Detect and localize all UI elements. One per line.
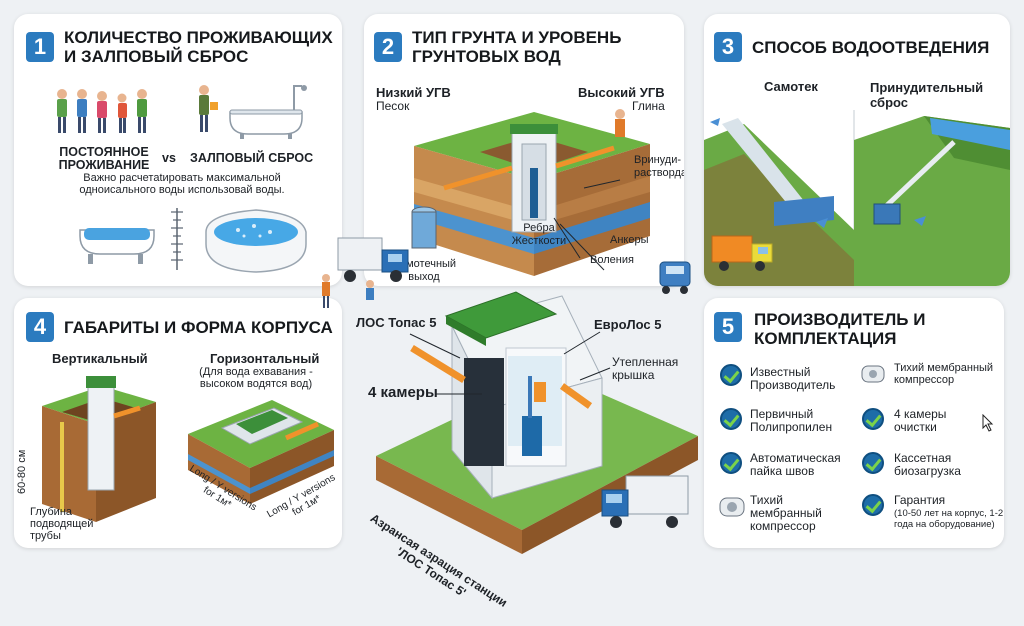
permanent-residence-label: ПОСТОЯННОЕ ПРОЖИВАНИЕ bbox=[58, 145, 150, 172]
card-residents: 1 КОЛИЧЕСТВО ПРОЖИВАЮЩИХ И ЗАЛПОВЫЙ СБРО… bbox=[14, 14, 342, 286]
volenia-label: Воления bbox=[590, 254, 634, 266]
horizontal-label: Горизонтальный bbox=[210, 351, 320, 366]
warranty-note: (10-50 лет на корпус, 1-2 года на оборуд… bbox=[894, 508, 1004, 530]
ribs-label: Ребра Жесткости bbox=[511, 222, 567, 247]
check-icon bbox=[862, 408, 884, 430]
step-number-3: 3 bbox=[714, 32, 742, 62]
high-gwl-title: Высокий УГВ bbox=[578, 85, 665, 100]
truck-icon bbox=[711, 235, 773, 271]
feature-item: Кассетная биозагрузка bbox=[894, 451, 961, 478]
robot-vehicle-icon bbox=[659, 261, 691, 294]
anchors-label: Анкеры bbox=[610, 234, 649, 246]
callout-lines bbox=[409, 331, 611, 395]
volley-discharge-label: ЗАЛПОВЫЙ СБРОС bbox=[190, 151, 314, 165]
mouse-cursor-icon bbox=[982, 414, 994, 432]
insulated-lid-label: Утепленная крышка bbox=[612, 355, 679, 382]
forced-discharge-label: Принудительный сброс bbox=[870, 80, 984, 110]
check-icon bbox=[720, 364, 742, 386]
eurolos-label: ЕвроЛос 5 bbox=[594, 317, 662, 332]
low-gwl-sub: Песок bbox=[376, 99, 410, 113]
feature-item: Известный Производитель bbox=[750, 365, 836, 392]
horizontal-tank-illustration bbox=[188, 400, 334, 504]
depth-ruler-icon bbox=[171, 208, 183, 270]
gravity-label: Самотек bbox=[764, 79, 818, 94]
card5-title: ПРОИЗВОДИТЕЛЬ И КОМПЛЕКТАЦИЯ bbox=[754, 310, 926, 348]
service-truck-illustration bbox=[322, 237, 409, 308]
feature-item: Тихий мембранный компрессор bbox=[750, 493, 822, 533]
card3-title: СПОСОБ ВОДООТВЕДЕНИЯ bbox=[752, 38, 990, 57]
check-icon bbox=[720, 452, 742, 474]
step-number-5: 5 bbox=[714, 312, 742, 342]
feature-item: Гарантия bbox=[894, 493, 946, 507]
check-icon bbox=[862, 494, 884, 516]
soil-cross-section-illustration bbox=[411, 109, 650, 276]
bathtub-shower-illustration bbox=[199, 85, 307, 139]
card-manufacturer: 5 ПРОИЗВОДИТЕЛЬ И КОМПЛЕКТАЦИЯ Известный… bbox=[704, 298, 1004, 548]
feature-item: Первичный Полипропилен bbox=[750, 407, 833, 434]
chambers-label: 4 камеры bbox=[368, 384, 438, 401]
step-number-4: 4 bbox=[26, 312, 54, 342]
feature-item: 4 камеры очистки bbox=[894, 407, 947, 434]
horizontal-note: (Для вода ехвавания - высоком водятся во… bbox=[199, 366, 313, 390]
high-gwl-sub: Глина bbox=[632, 99, 665, 113]
people-illustration bbox=[57, 89, 147, 133]
step-number-1: 1 bbox=[26, 32, 54, 62]
card2-title: ТИП ГРУНТА И УРОВЕНЬ ГРУНТОВЫХ ВОД bbox=[412, 28, 622, 66]
card-drainage: 3 СПОСОБ ВОДООТВЕДЕНИЯ Самотек Принудите… bbox=[704, 14, 1010, 286]
drainage-illustration bbox=[704, 110, 1010, 286]
low-gwl-title: Низкий УГВ bbox=[376, 85, 451, 100]
pipe-depth-label: Глубина подводящей трубы bbox=[30, 506, 94, 542]
topas-label: ЛОС Топас 5 bbox=[356, 315, 437, 330]
card-soil: 2 ТИП ГРУНТА И УРОВЕНЬ ГРУНТОВЫХ ВОД Низ… bbox=[364, 14, 684, 286]
vrinudi-label: Вринуди-растворда bbox=[634, 154, 684, 179]
card4-title: ГАБАРИТЫ И ФОРМА КОРПУСА bbox=[64, 318, 333, 337]
vs-label: vs bbox=[162, 151, 176, 165]
check-icon bbox=[862, 452, 884, 474]
feature-item: Тихий мембранный компрессор bbox=[894, 362, 994, 386]
depth-label: 60-80 см bbox=[16, 449, 28, 494]
bathtub-icon bbox=[79, 228, 155, 264]
check-icon bbox=[720, 408, 742, 430]
step-number-2: 2 bbox=[374, 32, 402, 62]
card1-note: Важно расчетаtировать максимальной однои… bbox=[79, 172, 285, 196]
delivery-truck-illustration bbox=[601, 475, 689, 528]
vertical-label: Вертикальный bbox=[52, 351, 148, 366]
feature-item: Автоматическая пайка швов bbox=[750, 451, 841, 478]
compressor-icon bbox=[719, 497, 745, 517]
compressor-icon bbox=[861, 365, 885, 383]
card1-title: КОЛИЧЕСТВО ПРОЖИВАЮЩИХ И ЗАЛПОВЫЙ СБРОС bbox=[64, 28, 333, 66]
card-dimensions: 4 ГАБАРИТЫ И ФОРМА КОРПУСА Вертикальный … bbox=[14, 298, 342, 548]
vertical-tank-illustration bbox=[42, 376, 156, 522]
jacuzzi-icon bbox=[205, 209, 307, 273]
